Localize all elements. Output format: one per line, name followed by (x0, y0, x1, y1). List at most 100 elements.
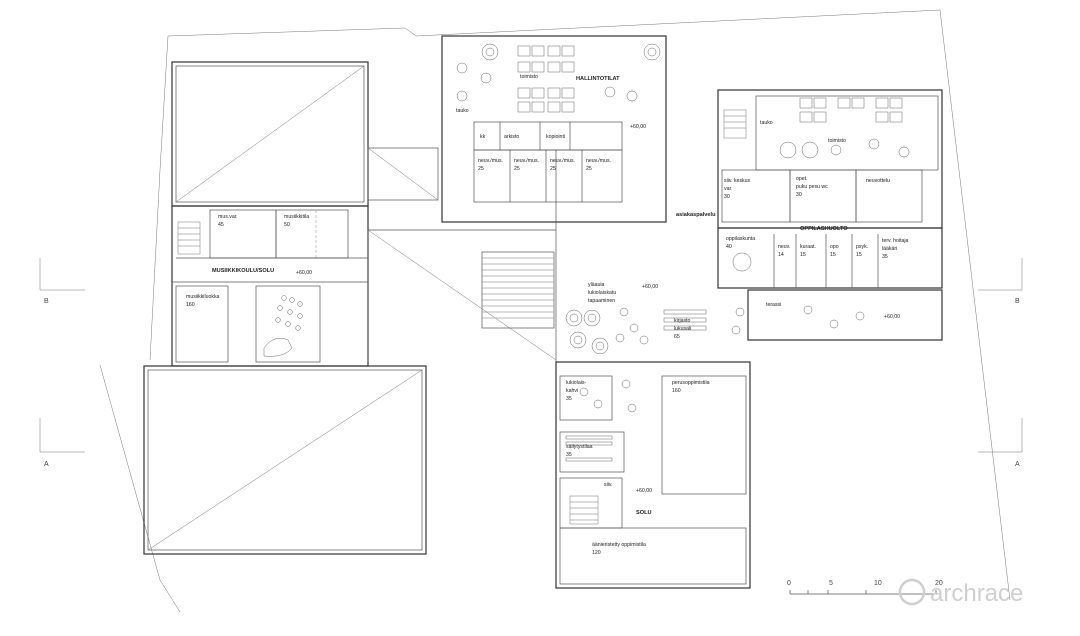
watermark: archrace (898, 578, 1023, 607)
label-neuv1: neuv./mus. (478, 158, 503, 164)
storage-racks (565, 435, 613, 462)
label-neuv2-n: 25 (514, 166, 520, 172)
void-slot-top (367, 147, 439, 201)
label-siiv-keskus: siiv. keskus (724, 178, 751, 184)
music-school-wing (171, 205, 369, 367)
label-musiikkiluokka-n: 160 (186, 302, 195, 308)
label-toimisto-right: toimisto (828, 138, 846, 144)
stair-care (723, 109, 747, 139)
label-neuv2: neuv./mus. (514, 158, 539, 164)
lobby-tables (565, 307, 649, 355)
label-opet-puku: puku pesu wc (796, 184, 828, 190)
label-terv: terv. hoitaja (882, 238, 909, 244)
label-tauko-left: tauko (456, 108, 469, 114)
stair-solu (569, 495, 599, 525)
label-kuraat-n: 15 (800, 252, 806, 258)
label-neuv-r: neuv. (778, 244, 790, 250)
label-sailytys-n: 35 (566, 452, 572, 458)
label-musiikkikoulu: MUSIIKKIKOULU/SOLU (212, 268, 274, 274)
label-siiv-keskus-var: var (724, 186, 731, 192)
label-mus-var: mus.var. (218, 214, 238, 220)
wechat-icon (898, 578, 926, 606)
label-lukiokahvi2: kahvi (566, 388, 578, 394)
label-asiakaspalvelu: asiakaspalvelu (676, 212, 716, 218)
label-neuv1-n: 25 (478, 166, 484, 172)
label-terassi: terassi (766, 302, 781, 308)
section-b-right: B (1015, 298, 1020, 305)
label-aani-n: 120 (592, 550, 601, 556)
label-oppilashuolto: OPPILASHUOLTO (800, 226, 848, 232)
label-psyk: psyk. (856, 244, 868, 250)
label-opo-n: 15 (830, 252, 836, 258)
label-lukiokahvi: lukiolais- (566, 380, 586, 386)
label-opet: opet. (796, 176, 808, 182)
section-markers: B B A A (39, 258, 1023, 468)
label-lukiokahvi-n: 35 (566, 396, 572, 402)
label-siiv: siiv. (604, 482, 613, 488)
label-opo: opo (830, 244, 839, 250)
terrace-tables (731, 305, 865, 335)
label-ylaaula2: lukiolaiskatu (588, 290, 616, 296)
room-labels: HALLINTOTILAT toimisto tauko +60,00 kk a… (186, 74, 909, 556)
label-toimisto-left: toimisto (520, 74, 538, 80)
scale-20: 20 (935, 580, 943, 587)
label-oppilaskunta: oppilaskunta (726, 236, 755, 242)
label-kk: kk (480, 134, 486, 140)
label-height-ylaaula: +60,00 (642, 284, 658, 290)
label-oppilaskunta-n: 40 (726, 244, 732, 250)
label-aani: äänieristetty oppimistila (592, 542, 646, 548)
label-psyk-n: 15 (856, 252, 862, 258)
label-height-hallinto: +60,00 (630, 124, 646, 130)
piano-icon (263, 338, 293, 357)
scale-5: 5 (829, 580, 833, 587)
label-ylaaula: yläaula (588, 282, 605, 288)
label-height-musiikki: +60,00 (296, 270, 312, 276)
label-mus-var-n: 45 (218, 222, 224, 228)
label-musiikkitila: musiikkitila (284, 214, 309, 220)
sports-hall-void (143, 365, 427, 555)
scale-bar: 0 5 10 20 (787, 580, 943, 595)
label-kirjasto-n: 65 (674, 334, 680, 340)
admin-wing (441, 35, 667, 223)
label-perusopimistila: perusoppimistila (672, 380, 710, 386)
label-ylaaula3: tapaaminen (588, 298, 615, 304)
central-hall (367, 150, 707, 362)
label-height-solu: +60,00 (636, 488, 652, 494)
label-kirjasto: kirjasto (674, 318, 691, 324)
label-sailytys: säilytystilaa (566, 444, 593, 450)
label-hallinto: HALLINTOTILAT (576, 76, 620, 82)
label-terv2: lääkäri (882, 246, 897, 252)
label-kopiointi: kopiointi (546, 134, 565, 140)
label-neuv4-n: 25 (586, 166, 592, 172)
label-neuv4: neuv./mus. (586, 158, 611, 164)
cafe-tables (579, 379, 637, 413)
label-musiikkitila-n: 50 (284, 222, 290, 228)
student-care-wing (717, 89, 943, 289)
label-siiv-keskus-n: 30 (724, 194, 730, 200)
label-perusopimistila-n: 160 (672, 388, 681, 394)
section-a-right: A (1015, 461, 1020, 468)
library-shelves (663, 309, 707, 331)
label-tauko-right: tauko (760, 120, 773, 126)
grand-stair (482, 257, 554, 319)
label-terv-n: 35 (882, 254, 888, 260)
label-kirjasto2: lukusali (674, 326, 691, 332)
label-height-terassi: +60,00 (884, 314, 900, 320)
section-a-left: A (44, 461, 49, 468)
site-boundary (99, 9, 1011, 613)
music-hall-void (171, 61, 369, 207)
label-neuv-r-n: 14 (778, 252, 784, 258)
section-b-left: B (44, 298, 49, 305)
label-neuv3: neuv./mus. (550, 158, 575, 164)
terrace (731, 289, 943, 341)
label-kuraat: kuraat. (800, 244, 816, 250)
label-solu: SOLU (636, 510, 652, 516)
lower-center-wing (555, 361, 751, 589)
label-musiikkiluokka: musiikkiluokka (186, 294, 220, 300)
round-table (732, 252, 752, 272)
label-opet-n: 30 (796, 192, 802, 198)
stair-music (177, 221, 201, 255)
label-neuvottelu: neuvottelu (866, 178, 890, 184)
scale-10: 10 (874, 580, 882, 587)
